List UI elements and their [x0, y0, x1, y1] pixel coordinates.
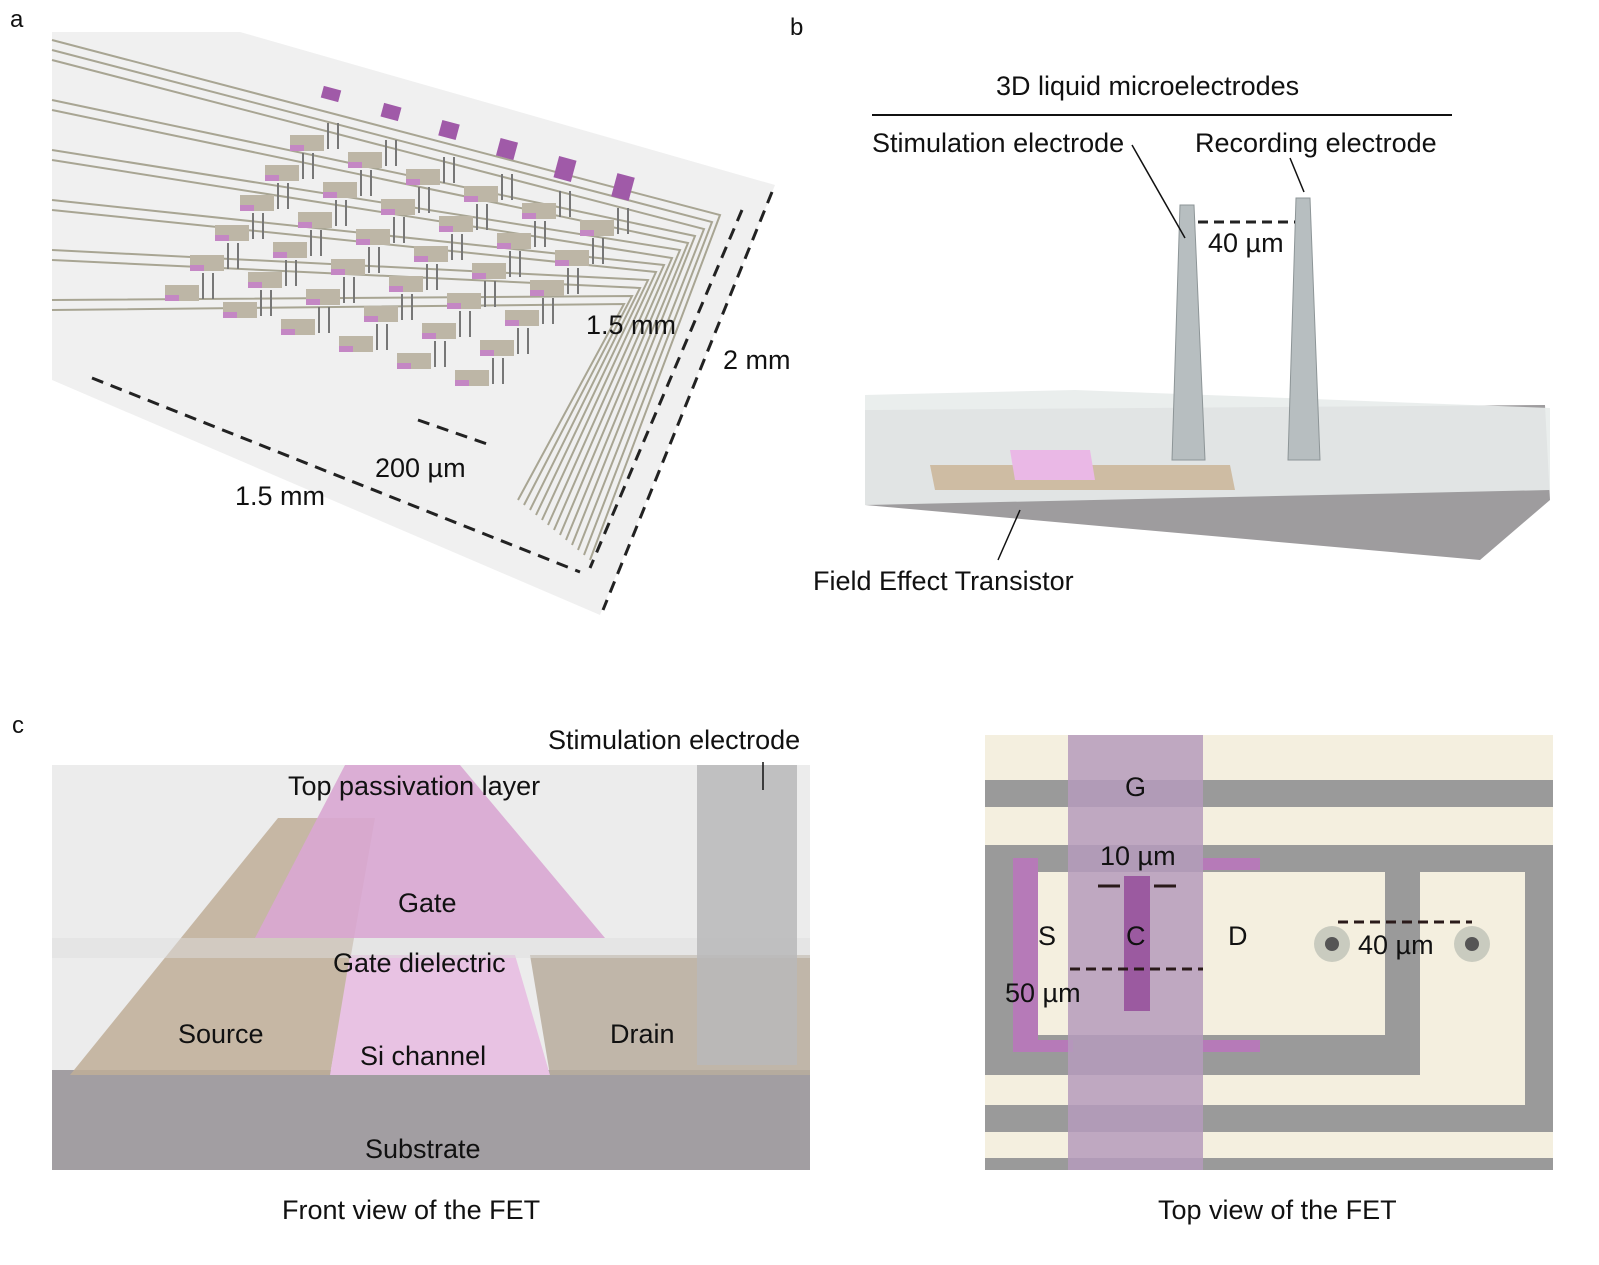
- rec-electrode-label: Recording electrode: [1195, 128, 1437, 158]
- fet-gate: [397, 363, 411, 369]
- panel-c-letter: c: [12, 712, 24, 739]
- top-c-label: C: [1126, 921, 1146, 951]
- fet-gate: [290, 145, 304, 151]
- fet-gate: [223, 312, 237, 318]
- dimension-lines: [91, 191, 774, 611]
- source-label: Source: [178, 1019, 264, 1049]
- substrate-label: Substrate: [365, 1134, 481, 1164]
- stim-electrode-column: [697, 765, 797, 1065]
- electrode-spacing-label: 40 µm: [1358, 930, 1434, 960]
- fet-gate: [356, 239, 370, 245]
- rec-leader: [1289, 157, 1305, 193]
- fet-gate: [298, 222, 312, 228]
- fet-gate: [348, 162, 362, 168]
- fet-gate: [281, 329, 295, 335]
- stim-electrode-label: Stimulation electrode: [872, 128, 1125, 158]
- fet-gate: [455, 380, 469, 386]
- fet-gate: [190, 265, 204, 271]
- panel-a-letter: a: [10, 6, 24, 33]
- fet-gate: [555, 260, 569, 266]
- channel-width-label: 10 µm: [1100, 841, 1176, 871]
- gate-width-label: 50 µm: [1005, 978, 1081, 1008]
- dim-pitch-label: 200 µm: [375, 453, 466, 483]
- fet-gate: [331, 269, 345, 275]
- fet-gate: [265, 175, 279, 181]
- gate-pads: [320, 85, 635, 201]
- stim-electrode-tip: [1325, 937, 1339, 951]
- panel-b-letter: b: [790, 14, 804, 41]
- fet-gate: [323, 192, 337, 198]
- recording-electrode: [1287, 197, 1321, 461]
- dim-inner-label: 1.5 mm: [586, 310, 677, 340]
- fet-gate: [580, 230, 594, 236]
- fet-base: [865, 405, 1550, 560]
- fet-gate: [480, 350, 494, 356]
- top-bg: [985, 735, 1553, 1170]
- dim-width-label: 1.5 mm: [235, 481, 326, 511]
- drain-electrode: [530, 955, 810, 1075]
- rec-electrode-pad: [1454, 926, 1490, 962]
- top-g-label: G: [1125, 772, 1147, 802]
- group-title: 3D liquid microelectrodes: [996, 71, 1300, 101]
- fet-gate: [414, 256, 428, 262]
- fet-gate: [306, 299, 320, 305]
- spacing-label: 40 µm: [1208, 228, 1284, 258]
- stim-electrode-pad: [1314, 926, 1350, 962]
- dim-outer-label: 2 mm: [723, 345, 791, 375]
- fet-leader: [997, 509, 1021, 561]
- stim-leader: [1131, 144, 1186, 239]
- fet-label: Field Effect Transistor: [813, 566, 1074, 596]
- front-caption: Front view of the FET: [282, 1195, 541, 1225]
- fet-gate: [364, 316, 378, 322]
- passivation-layer: [865, 390, 1550, 505]
- fet-gate: [530, 290, 544, 296]
- gate-region: [1010, 450, 1095, 480]
- top-s-label: S: [1038, 921, 1057, 951]
- source-drain-contacts: [1013, 858, 1260, 1052]
- fet-gate: [389, 286, 403, 292]
- front-stim-label: Stimulation electrode: [548, 725, 801, 755]
- fet-gate: [406, 179, 420, 185]
- passivation-label: Top passivation layer: [288, 771, 541, 801]
- fet-gate: [339, 346, 353, 352]
- drain-label: Drain: [610, 1019, 675, 1049]
- dielectric-label: Gate dielectric: [333, 948, 506, 978]
- source-drain-pad: [930, 465, 1235, 490]
- fet-gate: [215, 235, 229, 241]
- fet-gate: [447, 303, 461, 309]
- fet-gate: [439, 226, 453, 232]
- gate-label: Gate: [398, 888, 457, 918]
- fet-gate: [381, 209, 395, 215]
- top-caption: Top view of the FET: [1158, 1195, 1397, 1225]
- panel-a-illustration: [51, 32, 775, 615]
- fet-gate: [273, 252, 287, 258]
- fet-gate: [165, 295, 179, 301]
- fet-gate: [248, 282, 262, 288]
- channel-label: Si channel: [360, 1041, 487, 1071]
- fet-gate: [422, 333, 436, 339]
- fet-gate: [240, 205, 254, 211]
- fet-array: [165, 123, 629, 386]
- stimulation-electrode: [1171, 204, 1206, 461]
- fet-gate: [497, 243, 511, 249]
- fet-gate: [464, 196, 478, 202]
- top-d-label: D: [1228, 921, 1248, 951]
- rec-electrode-tip: [1465, 937, 1479, 951]
- traces: [985, 780, 1553, 1170]
- fet-gate: [505, 320, 519, 326]
- fet-gate: [522, 213, 536, 219]
- fet-gate: [472, 273, 486, 279]
